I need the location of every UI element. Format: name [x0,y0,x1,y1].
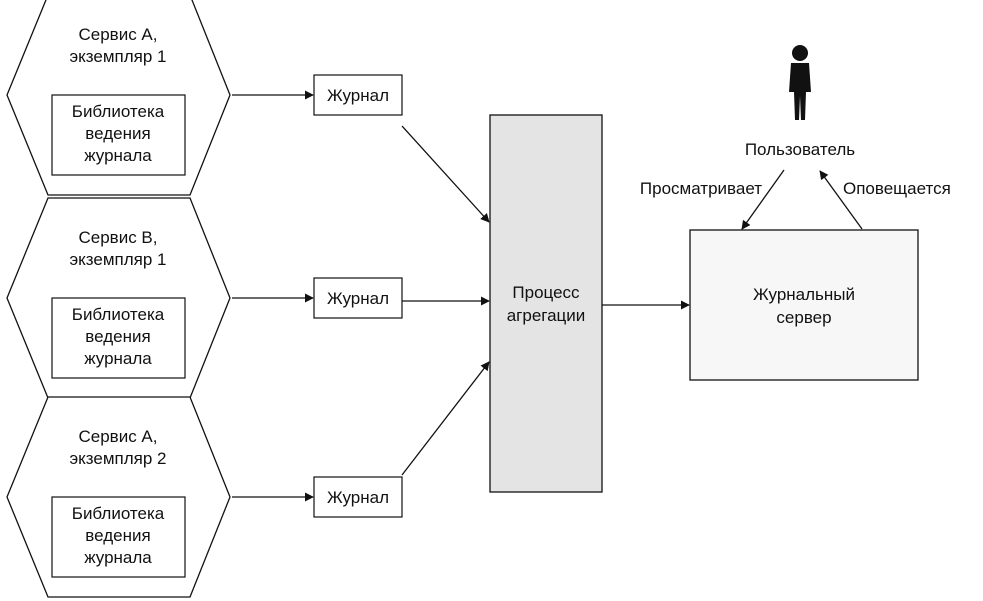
person-icon [789,45,811,120]
edges-layer [232,90,863,502]
aggregator-label: агрегации [507,306,586,325]
log-box [313,277,403,319]
services-layer: Сервис А, экземпляр 1 Библиотека ведения жур… [6,0,403,598]
logging-library-box [51,94,186,176]
log-label: Журнал [327,86,389,105]
library-label: ведения [85,526,150,545]
log-to-aggregator-arrow [401,125,490,223]
service-node: Сервис А, экземпляр 2 Библиотека ведения жур… [6,396,403,598]
service-title: Сервис В, [79,228,158,247]
notified-label: Оповещается [843,179,951,198]
nodes-layer: Процесс агрегации Журнальный сервер Пользова… [489,45,951,493]
service-title: Сервис А, [79,427,158,446]
log-server-label: Журнальный [753,285,855,304]
service-node: Сервис В, экземпляр 1 Библиотека ведения жур… [6,197,403,399]
logging-library-box [51,297,186,379]
log-box [313,476,403,518]
library-label: журнала [84,146,152,165]
aggregator-label: Процесс [512,283,580,302]
service-instance: экземпляр 1 [69,47,166,66]
logging-library-box [51,496,186,578]
log-box [313,74,403,116]
library-label: Библиотека [72,305,165,324]
library-label: журнала [84,349,152,368]
user-label: Пользователь [745,140,855,159]
service-instance: экземпляр 1 [69,250,166,269]
aggregator-box [489,114,603,493]
service-title: Сервис А, [79,25,158,44]
log-label: Журнал [327,488,389,507]
library-label: Библиотека [72,504,165,523]
aggregator-node: Процесс агрегации [489,114,603,493]
service-node: Сервис А, экземпляр 1 Библиотека ведения жур… [6,0,403,196]
person-head [792,45,808,61]
views-arrow [741,169,785,230]
person-body [789,63,811,120]
log-to-aggregator-arrow [401,361,490,476]
log-label: Журнал [327,289,389,308]
notified-arrow [819,170,863,230]
log-server-node: Журнальный сервер [689,229,919,381]
library-label: ведения [85,124,150,143]
library-label: Библиотека [72,102,165,121]
views-label: Просматривает [640,179,762,198]
service-instance: экземпляр 2 [69,449,166,468]
log-server-label: сервер [776,308,831,327]
library-label: ведения [85,327,150,346]
library-label: журнала [84,548,152,567]
log-server-box [689,229,919,381]
